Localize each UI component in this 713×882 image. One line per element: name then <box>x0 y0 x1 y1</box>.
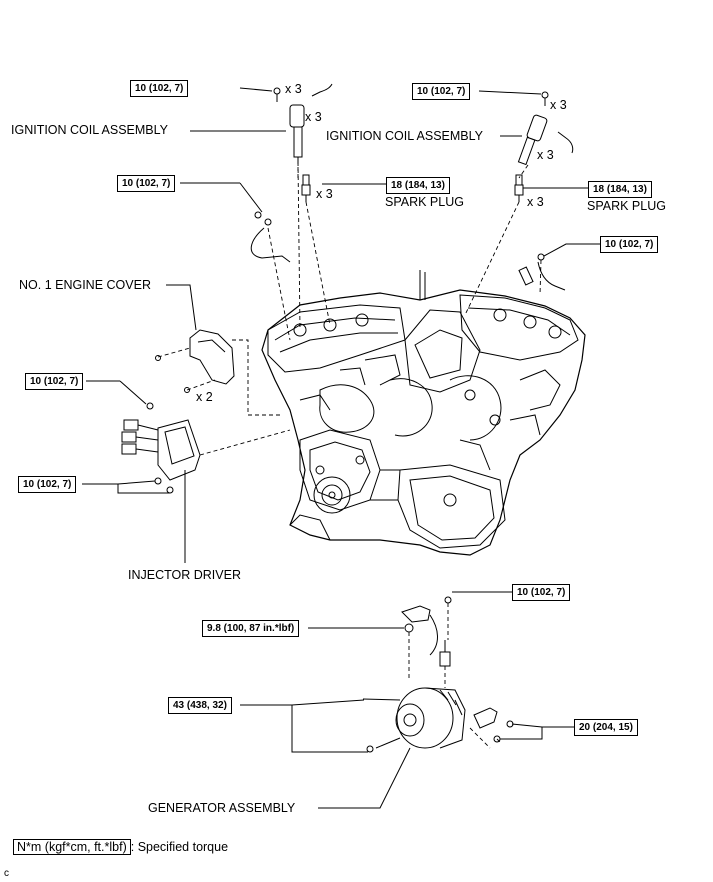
qty-spark-right: x 3 <box>527 195 544 209</box>
torque-generator-bolts: 43 (438, 32) <box>168 697 232 714</box>
torque-spark-left: 18 (184, 13) <box>386 177 450 194</box>
label-ignition-coil-right: IGNITION COIL ASSEMBLY <box>326 129 483 143</box>
label-generator: GENERATOR ASSEMBLY <box>148 801 296 815</box>
qty-coil-right: x 3 <box>537 148 554 162</box>
injector-driver-illustration <box>121 402 200 494</box>
legend-text: : Specified torque <box>130 840 229 854</box>
torque-generator-bracket: 20 (204, 15) <box>574 719 638 736</box>
label-ignition-coil-left: IGNITION COIL ASSEMBLY <box>11 123 168 137</box>
torque-coil-left: 10 (102, 7) <box>130 80 189 97</box>
label-spark-plug-right: SPARK PLUG <box>587 199 666 213</box>
qty-coil-bolt-left: x 3 <box>285 82 302 96</box>
qty-cover-bolt: x 2 <box>196 390 213 404</box>
torque-injector-upper: 10 (102, 7) <box>25 373 84 390</box>
leader-lines <box>82 88 600 808</box>
qty-coil-bolt-right: x 3 <box>550 98 567 112</box>
label-injector-driver: INJECTOR DRIVER <box>128 568 241 582</box>
torque-wire-left: 10 (102, 7) <box>117 175 176 192</box>
qty-spark-left: x 3 <box>316 187 333 201</box>
right-ignition-coil-illustration <box>517 91 572 166</box>
left-spark-plug-illustration <box>301 174 311 202</box>
label-engine-cover: NO. 1 ENGINE COVER <box>19 278 151 292</box>
torque-generator-terminal: 9.8 (100, 87 in.*lbf) <box>202 620 300 637</box>
corner-mark: c <box>4 868 9 879</box>
left-engine-wire-illustration <box>251 211 290 262</box>
torque-wire-right: 10 (102, 7) <box>600 236 659 253</box>
torque-injector-lower: 10 (102, 7) <box>18 476 77 493</box>
right-spark-plug-illustration <box>514 174 524 202</box>
dashed-assembly-lines <box>158 160 541 748</box>
torque-generator-top: 10 (102, 7) <box>512 584 571 601</box>
engine-cover-illustration <box>155 330 235 393</box>
legend-key: N*m (kgf*cm, ft.*lbf) <box>13 839 131 855</box>
right-engine-wire-illustration <box>518 253 565 290</box>
label-spark-plug-left: SPARK PLUG <box>385 195 464 209</box>
torque-coil-right: 10 (102, 7) <box>412 83 471 100</box>
torque-legend: N*m (kgf*cm, ft.*lbf): Specified torque <box>13 839 229 855</box>
qty-coil-left: x 3 <box>305 110 322 124</box>
generator-illustration <box>363 596 514 753</box>
left-ignition-coil-illustration <box>273 84 332 162</box>
torque-spark-right: 18 (184, 13) <box>588 181 652 198</box>
engine-block-illustration <box>262 270 585 555</box>
